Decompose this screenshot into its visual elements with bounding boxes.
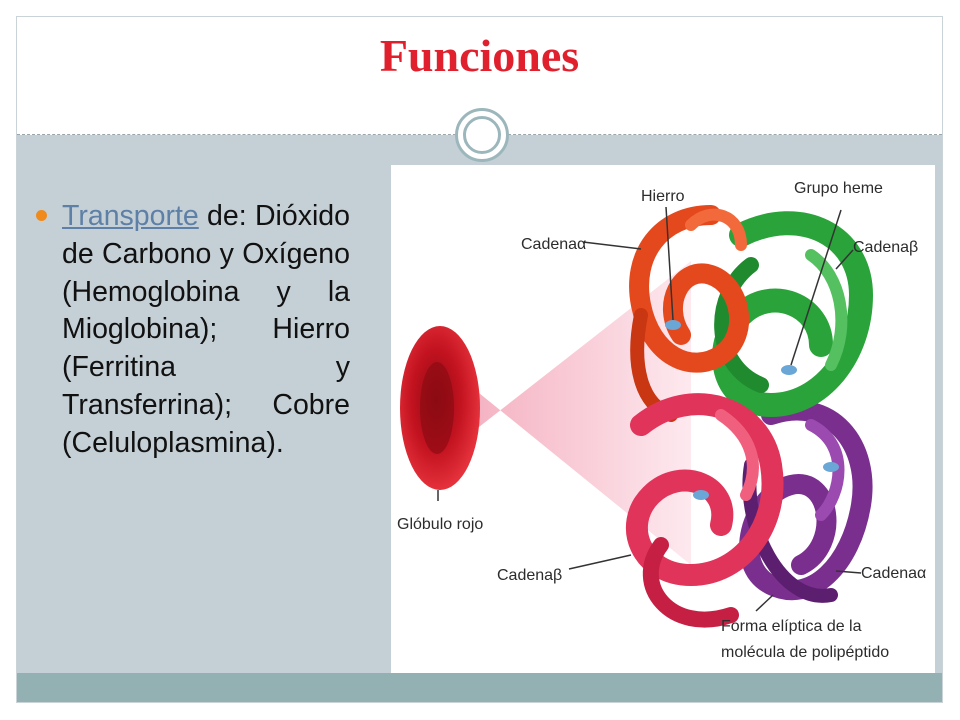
bullet-text: Transporte de: Dióxido de Carbono y Oxíg… [62, 198, 350, 463]
label-grupo-heme: Grupo heme [794, 180, 883, 197]
label-globulo-rojo: Glóbulo rojo [397, 516, 483, 533]
label-cadena-alpha-bottom: Cadenaα [861, 565, 926, 582]
transporte-link[interactable]: Transporte [62, 200, 199, 232]
globin-chain-green [712, 211, 873, 417]
globin-chain-pink [625, 393, 784, 628]
bullet-dot-icon [36, 210, 47, 221]
label-cadena-beta-bottom: Cadenaβ [497, 567, 562, 584]
divider-ring-icon [455, 108, 509, 162]
bullet-body-text: de: Dióxido de Carbono y Oxígeno (Hemogl… [62, 200, 350, 459]
slide-title: Funciones [379, 30, 580, 81]
heme-groups [665, 320, 839, 500]
content-area: Transporte de: Dióxido de Carbono y Oxíg… [17, 135, 942, 677]
label-cadena-beta-top: Cadenaβ [853, 239, 918, 256]
label-forma-line2: molécula de polipéptido [721, 644, 889, 661]
label-cadena-alpha-top: Cadenaα [521, 236, 586, 253]
label-hierro: Hierro [641, 188, 685, 205]
label-forma-line1: Forma elíptica de la [721, 618, 862, 635]
hemoglobin-diagram: Hierro Grupo heme Cadenaα Cadenaβ Glóbul… [397, 180, 926, 661]
hemoglobin-illustration: Hierro Grupo heme Cadenaα Cadenaβ Glóbul… [391, 165, 935, 677]
footer-band [17, 673, 942, 702]
divider-ring-inner [463, 116, 501, 154]
slide: Funciones Transporte de: Dióxido de Carb… [16, 16, 943, 703]
red-blood-cell [400, 326, 480, 490]
label-leader-lines [437, 206, 862, 612]
